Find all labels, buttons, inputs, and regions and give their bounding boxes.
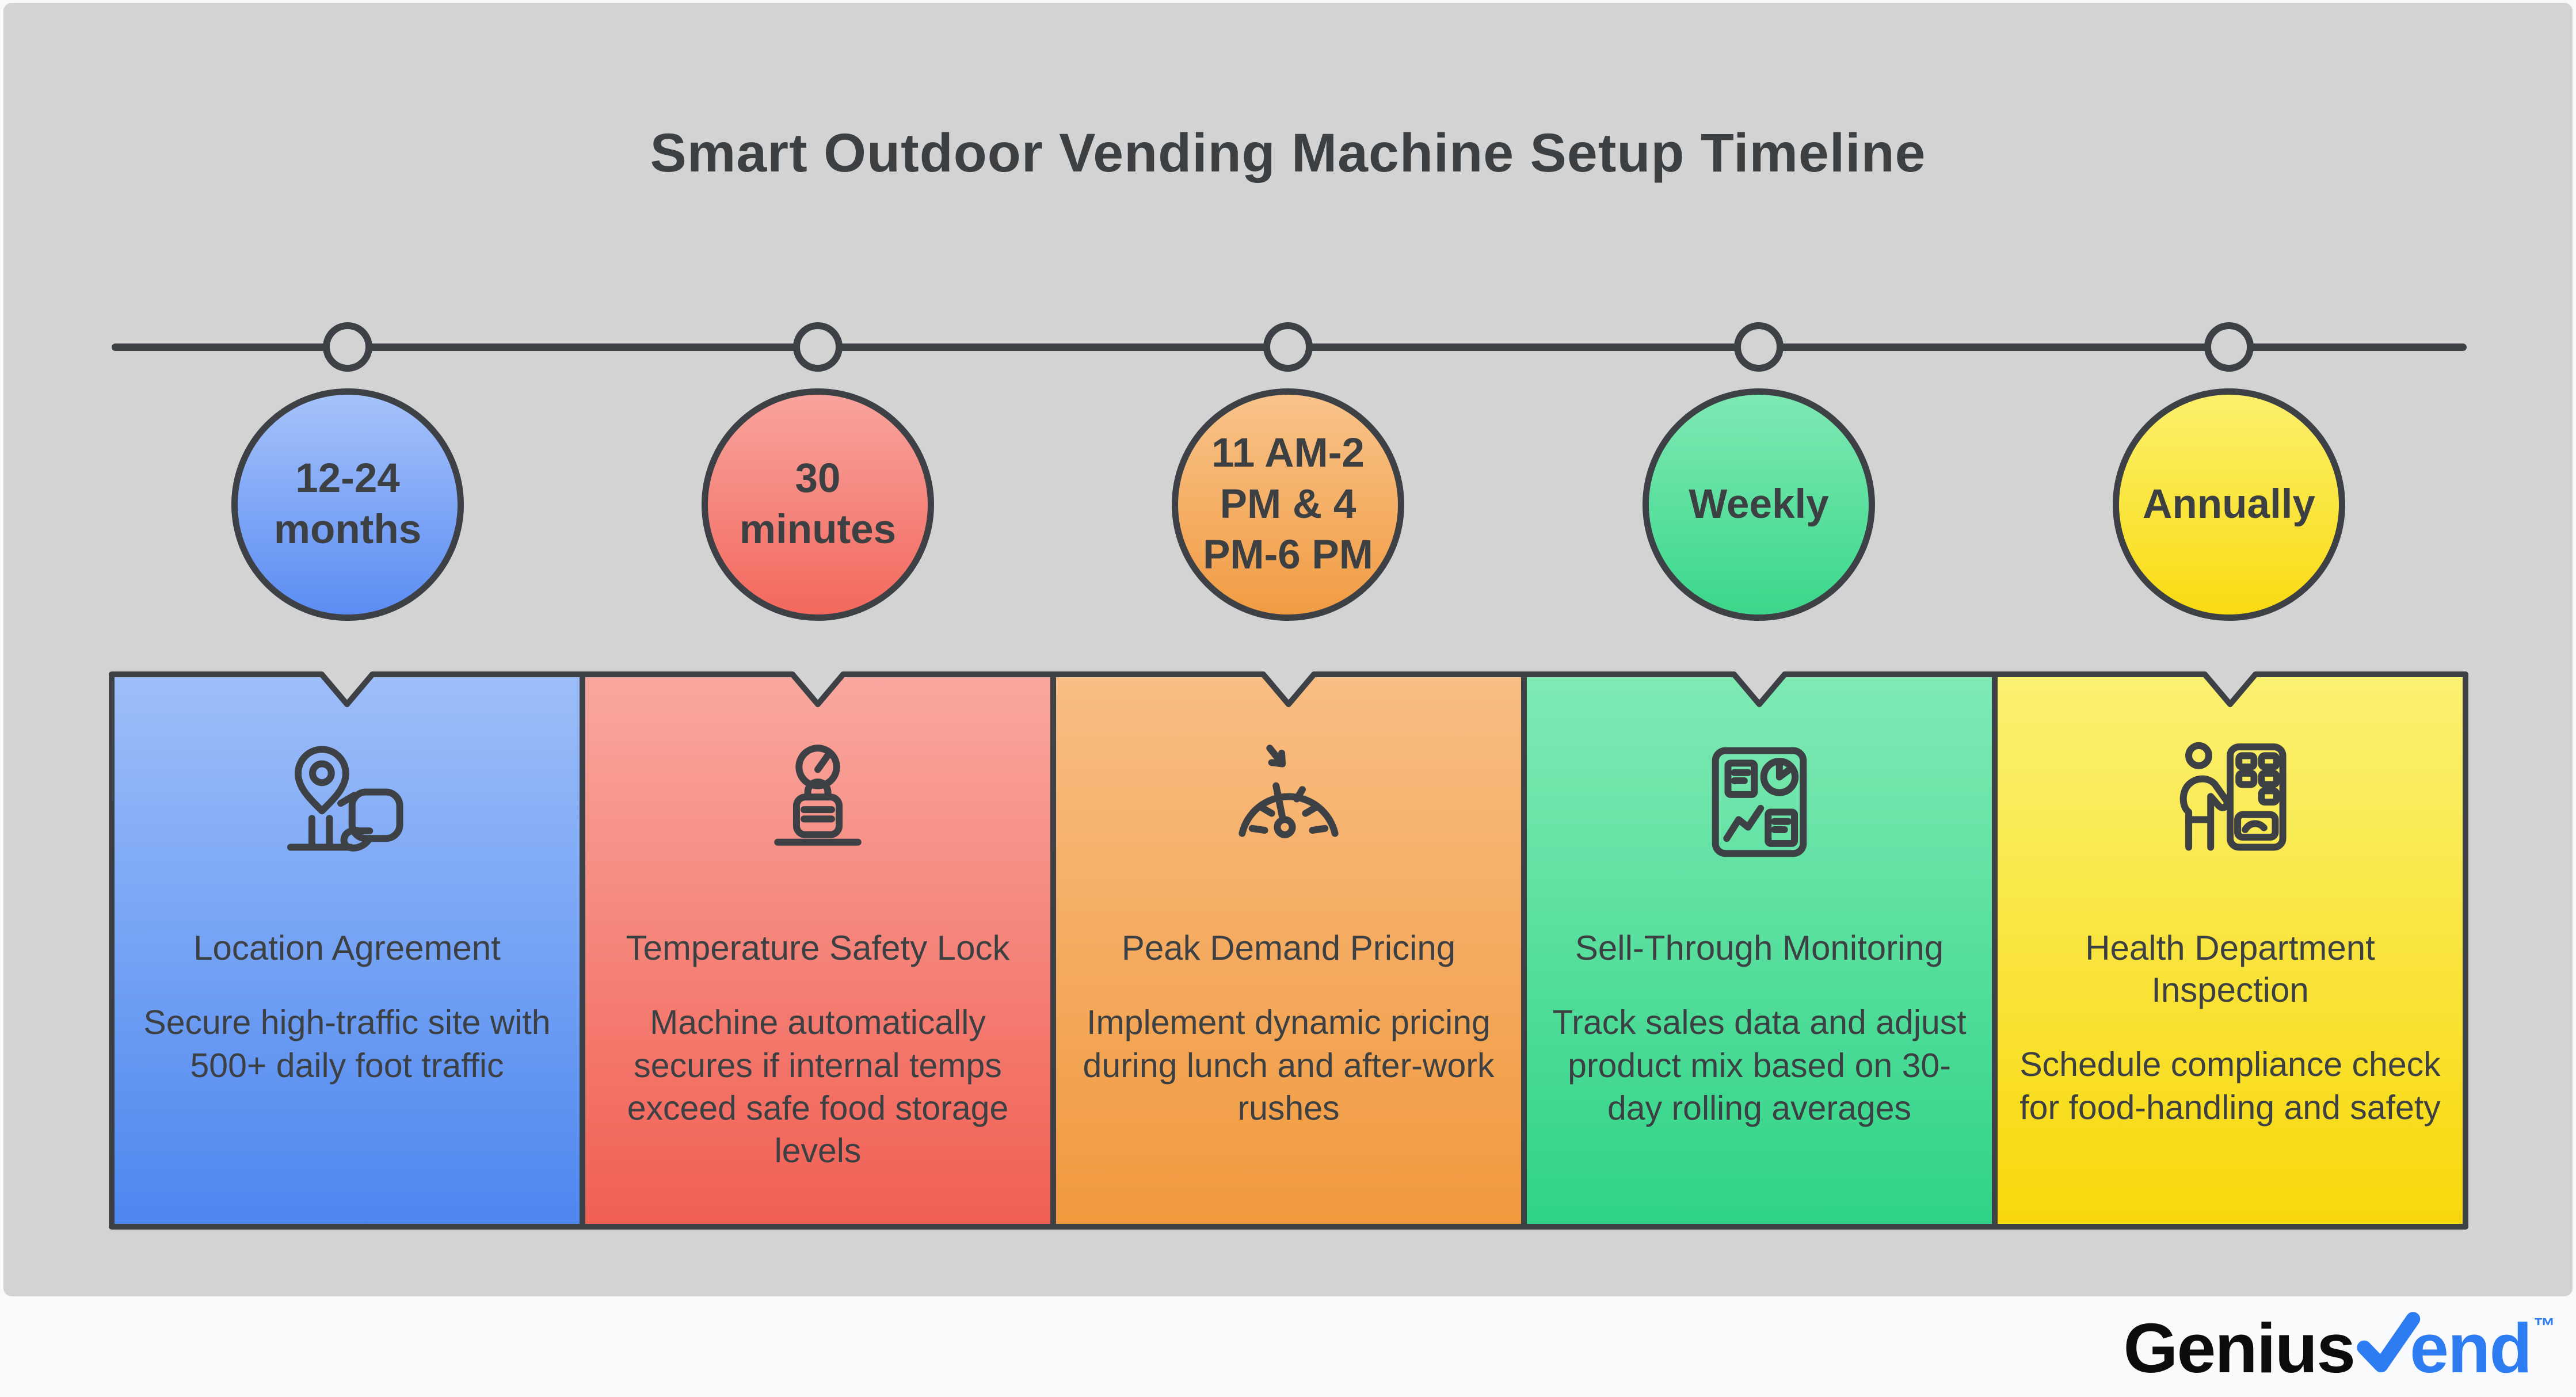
timeline-node-1 [323, 322, 372, 372]
page-title: Smart Outdoor Vending Machine Setup Time… [650, 123, 1926, 184]
stage-card-title: Peak Demand Pricing [1121, 929, 1456, 967]
brand-text-blue: end [2410, 1309, 2532, 1387]
stage-time-bubble-4: Weekly [1643, 388, 1875, 621]
stage-time-bubble-5: Annually [2113, 388, 2345, 621]
stage-card-2: Temperature Safety Lock Machine automati… [582, 671, 1053, 1230]
speedometer-arrow-icon [1226, 739, 1351, 865]
stage-time-bubble-3: 11 AM-2 PM & 4 PM-6 PM [1172, 388, 1404, 621]
stage-card-4: Sell-Through Monitoring Track sales data… [1524, 671, 1995, 1230]
stage-card-title: Location Agreement [193, 929, 501, 967]
temperature-gauge-lock-icon [755, 739, 881, 865]
stage-time-label: Weekly [1689, 481, 1829, 527]
stage-time-label: 11 AM-2 PM & 4 PM-6 PM [1203, 430, 1373, 578]
footer-bar: Genius end ™ [0, 1296, 2576, 1397]
stage-card-description: Schedule compliance check for food-handl… [2019, 1045, 2441, 1127]
stage-card-5: Health Department Inspection Schedule co… [1995, 671, 2466, 1230]
stage-time-bubble-2: 30 minutes [702, 388, 934, 621]
stage-card-description: Track sales data and adjust product mix … [1552, 1003, 1967, 1127]
stage-time-label: 30 minutes [739, 456, 897, 552]
timeline-node-5 [2204, 322, 2254, 372]
stage-card-shape-4 [1521, 671, 1998, 1230]
stage-card-description: Machine automatically secures if interna… [627, 1003, 1009, 1170]
checkmark-v-icon [2353, 1310, 2421, 1377]
timeline-node-3 [1263, 322, 1313, 372]
brand-logo: Genius end ™ [2124, 1308, 2555, 1388]
trademark-symbol: ™ [2533, 1314, 2555, 1338]
stage-card-title: Health Department Inspection [2085, 929, 2375, 1010]
person-vending-machine-icon [2167, 739, 2293, 865]
stage-card-shape-2 [580, 671, 1056, 1230]
timeline-node-4 [1734, 322, 1784, 372]
stage-cards-row [109, 671, 2468, 1230]
stage-card-description: Secure high-traffic site with 500+ daily… [143, 1003, 551, 1085]
stage-card-description: Implement dynamic pricing during lunch a… [1083, 1003, 1495, 1127]
stage-card-shape-5 [1992, 671, 2468, 1230]
location-pin-handshake-icon [284, 739, 410, 865]
stage-card-shape-1 [109, 671, 585, 1230]
brand-text-black: Genius [2123, 1309, 2356, 1387]
stage-time-label: 12-24 months [273, 456, 422, 552]
timeline-node-2 [793, 322, 843, 372]
stage-card-1: Location Agreement Secure high-traffic s… [112, 671, 582, 1230]
stage-card-title: Sell-Through Monitoring [1575, 929, 1944, 967]
stage-card-title: Temperature Safety Lock [626, 929, 1010, 967]
stage-time-bubble-1: 12-24 months [231, 388, 464, 621]
stage-card-3: Peak Demand Pricing Implement dynamic pr… [1053, 671, 1524, 1230]
stage-card-shape-3 [1050, 671, 1527, 1230]
stage-time-label: Annually [2143, 481, 2315, 527]
dashboard-charts-icon [1697, 739, 1822, 865]
